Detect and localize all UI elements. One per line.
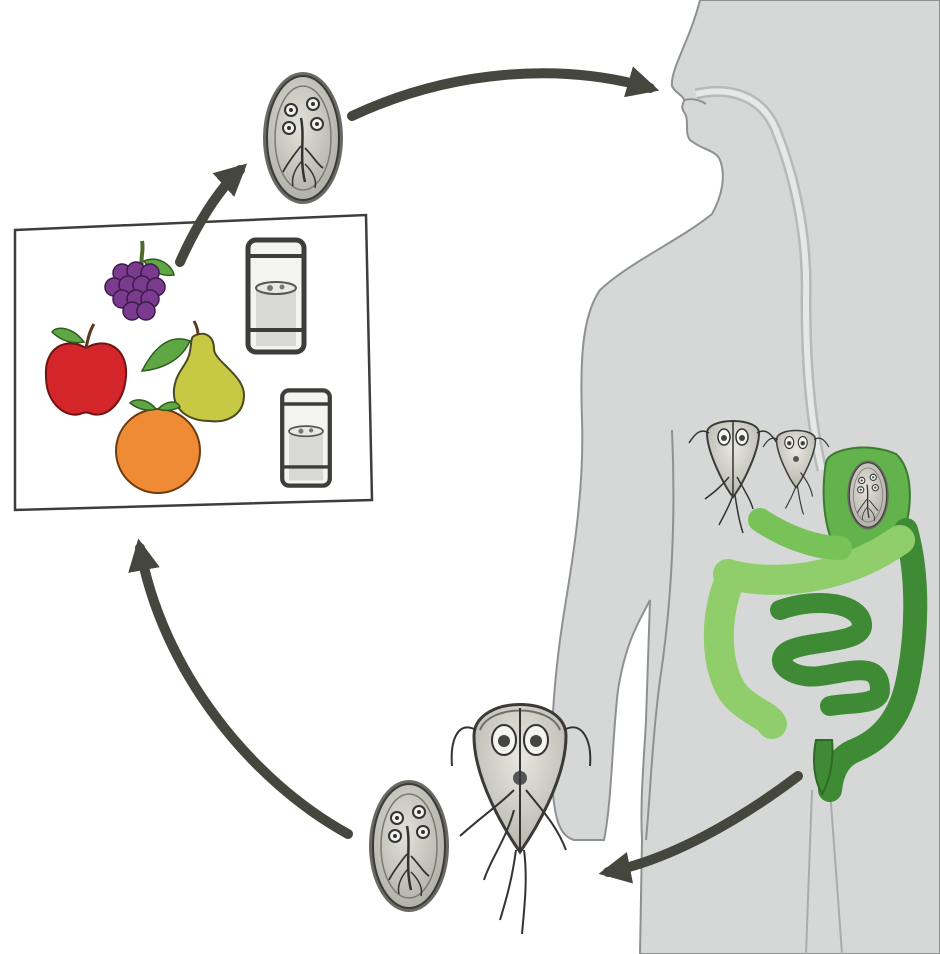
trophozoite-small-1	[688, 420, 778, 534]
water-glass-icon	[282, 390, 330, 485]
pear-icon	[140, 320, 246, 423]
arrow-to-cyst	[175, 163, 248, 267]
arrow-to-mouth	[347, 66, 660, 121]
cyst-bottom	[367, 778, 451, 914]
intestines	[703, 446, 928, 802]
arrow-from-body	[598, 771, 803, 884]
arrow-to-panel	[128, 538, 353, 839]
trophozoite-large	[450, 703, 592, 935]
grapes-icon	[104, 240, 175, 321]
contaminated-food-water-panel	[13, 213, 374, 512]
orange-icon	[115, 399, 201, 494]
cycle-arrows	[128, 66, 803, 884]
cyst-top	[261, 70, 345, 206]
trophozoite-small-2	[762, 429, 830, 515]
apple-icon	[44, 323, 128, 416]
water-glass-icon	[248, 240, 304, 352]
